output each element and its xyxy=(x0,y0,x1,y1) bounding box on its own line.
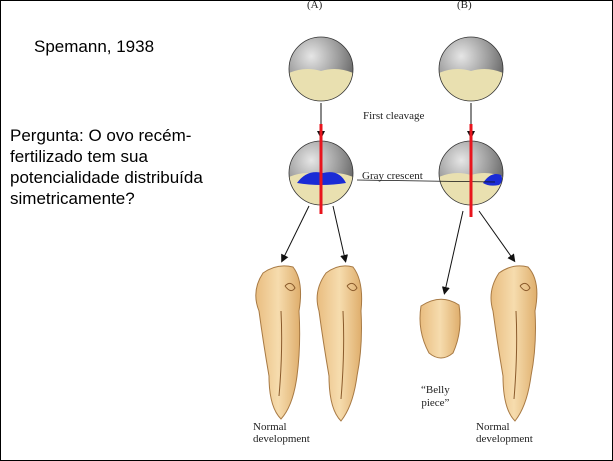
normal-embryo-b xyxy=(491,266,537,421)
belly-piece-label: “Belly piece” xyxy=(421,384,450,410)
egg-b-uncleaved xyxy=(431,37,511,111)
normal-development-label-b: Normal development xyxy=(476,421,533,445)
first-cleavage-label: First cleavage xyxy=(363,110,424,122)
arrow-a-right xyxy=(333,206,345,259)
egg-a-uncleaved xyxy=(281,37,361,111)
gray-crescent-label: Gray crescent xyxy=(362,170,423,182)
normal-embryo-a-left xyxy=(256,266,301,419)
arrow-a-left xyxy=(283,206,309,259)
panel-b-label: (B) xyxy=(457,0,472,11)
arrow-b-right xyxy=(479,211,513,259)
normal-development-label-a: Normal development xyxy=(253,421,310,445)
panel-a-label: (A) xyxy=(307,0,322,11)
belly-piece-embryo xyxy=(420,299,460,358)
arrow-b-left xyxy=(445,211,463,291)
normal-embryo-a-right xyxy=(317,266,362,421)
